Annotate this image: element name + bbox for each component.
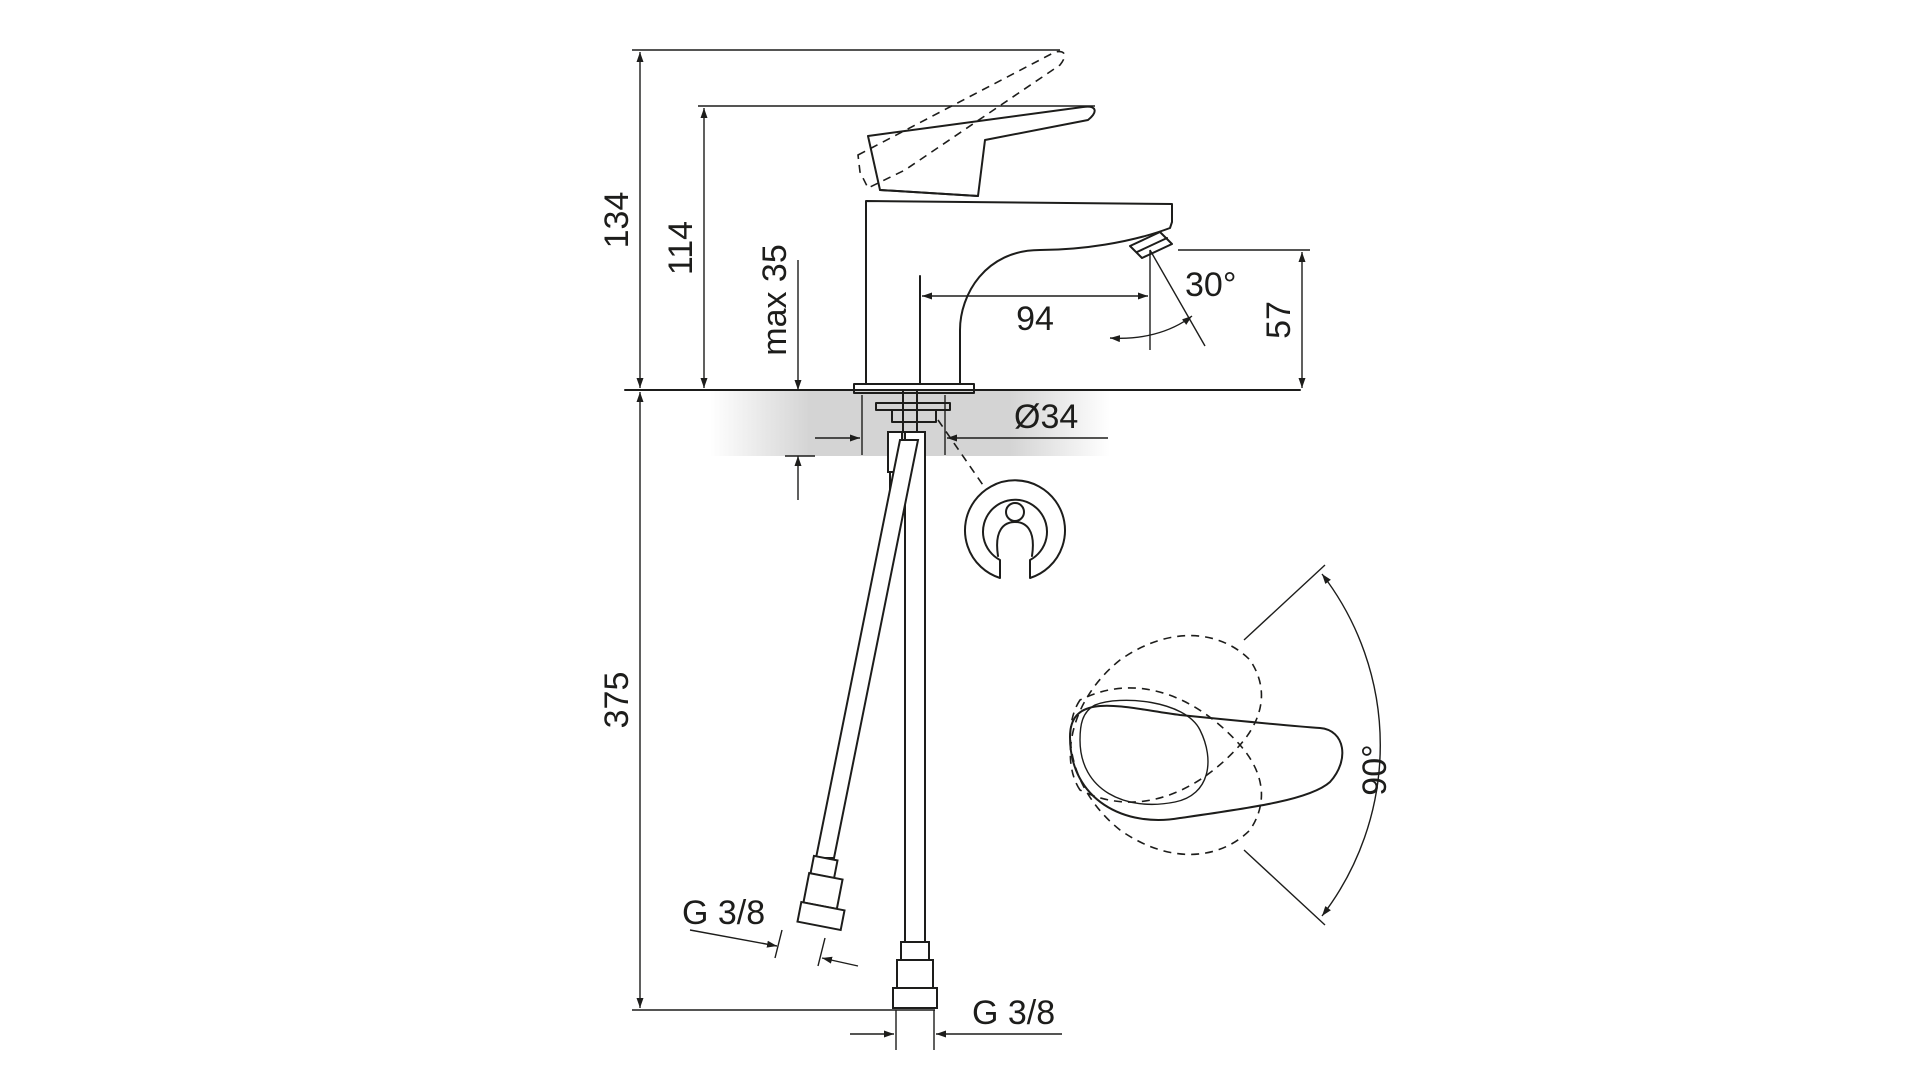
label-hole-diameter: Ø34 [1014,398,1078,436]
faucet-lever-raised [857,50,1066,190]
dim-thread-right [850,1010,1062,1050]
lever-plan-view [1069,564,1381,926]
label-hose-length: 375 [598,672,636,729]
faucet-lever [867,105,1096,197]
dim-hose-length [632,392,935,1011]
hose-right [892,431,938,1009]
label-thread-right: G 3/8 [972,994,1055,1032]
dim-hole-diameter [815,395,1108,455]
dim-outlet-height [1178,249,1310,388]
dim-max-counter [785,260,815,500]
mounting-clip-detail [937,419,1066,579]
dim-spout-height [698,105,1095,388]
label-lever-rotation: 90° [1356,744,1394,795]
dim-overall-height [632,49,1060,388]
label-spout-reach: 94 [1016,300,1054,338]
hose-left [796,439,920,932]
faucet-body [853,200,1173,394]
label-overall-height: 134 [598,192,636,249]
label-thread-left: G 3/8 [682,894,765,932]
label-max-counter: max 35 [756,244,794,356]
dim-thread-left [689,929,859,967]
dim-spray-angle [1109,249,1206,350]
label-spout-height: 114 [662,221,700,275]
label-spray-angle: 30° [1185,266,1236,304]
label-outlet-height: 57 [1260,301,1298,339]
